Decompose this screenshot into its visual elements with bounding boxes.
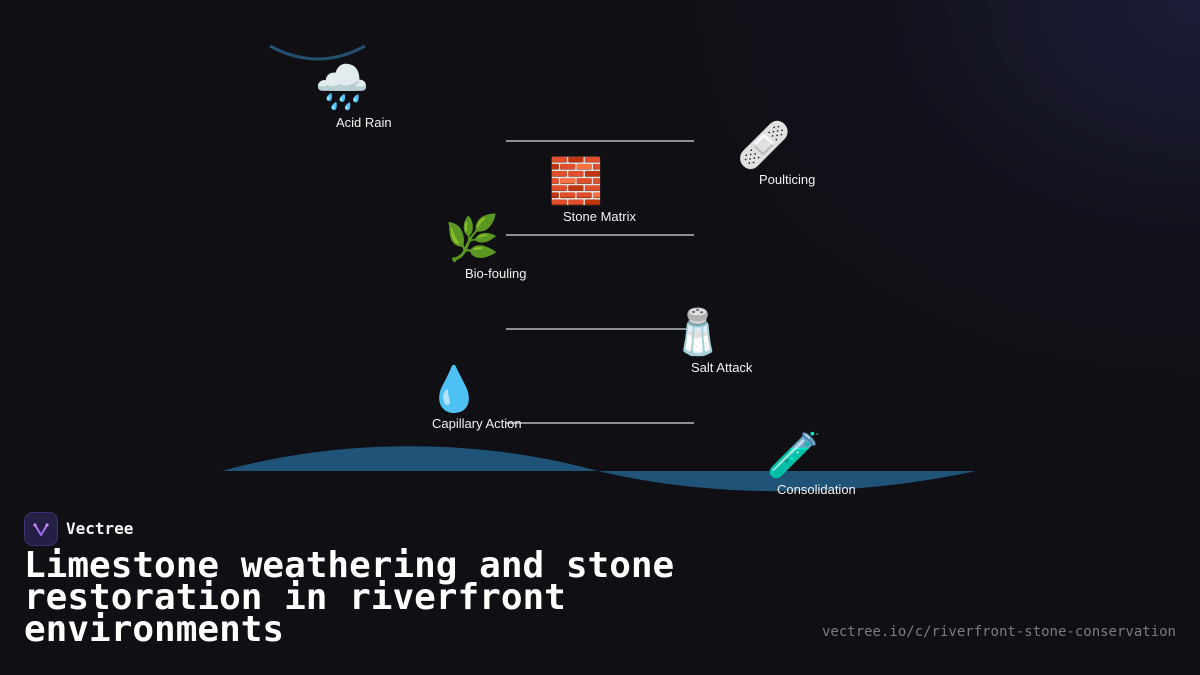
node-label: Stone Matrix [563,209,636,224]
node-label: Poulticing [759,172,816,187]
vectree-logo-icon [24,512,58,546]
source-url[interactable]: vectree.io/c/riverfront-stone-conservati… [821,624,1176,640]
salt-shaker-icon: 🧂 [670,307,726,358]
droplet-icon: 💧 [426,364,482,415]
page-title: Limestone weathering and stone restorati… [24,545,675,650]
brick-icon: 🧱 [548,156,604,207]
bandage-icon: 🩹 [736,120,792,171]
node-label: Bio-fouling [465,266,527,281]
river-wave [222,446,976,492]
rain-cloud-icon: 🌧️ [314,62,370,113]
node-label: Salt Attack [691,360,753,375]
node-label: Consolidation [777,482,856,497]
sky-arc [269,44,366,61]
node-label: Acid Rain [336,115,392,130]
herb-icon: 🌿 [444,213,500,264]
brand-name: Vectree [66,519,134,538]
test-tube-icon: 🧪 [766,430,822,481]
node-label: Capillary Action [432,416,522,431]
